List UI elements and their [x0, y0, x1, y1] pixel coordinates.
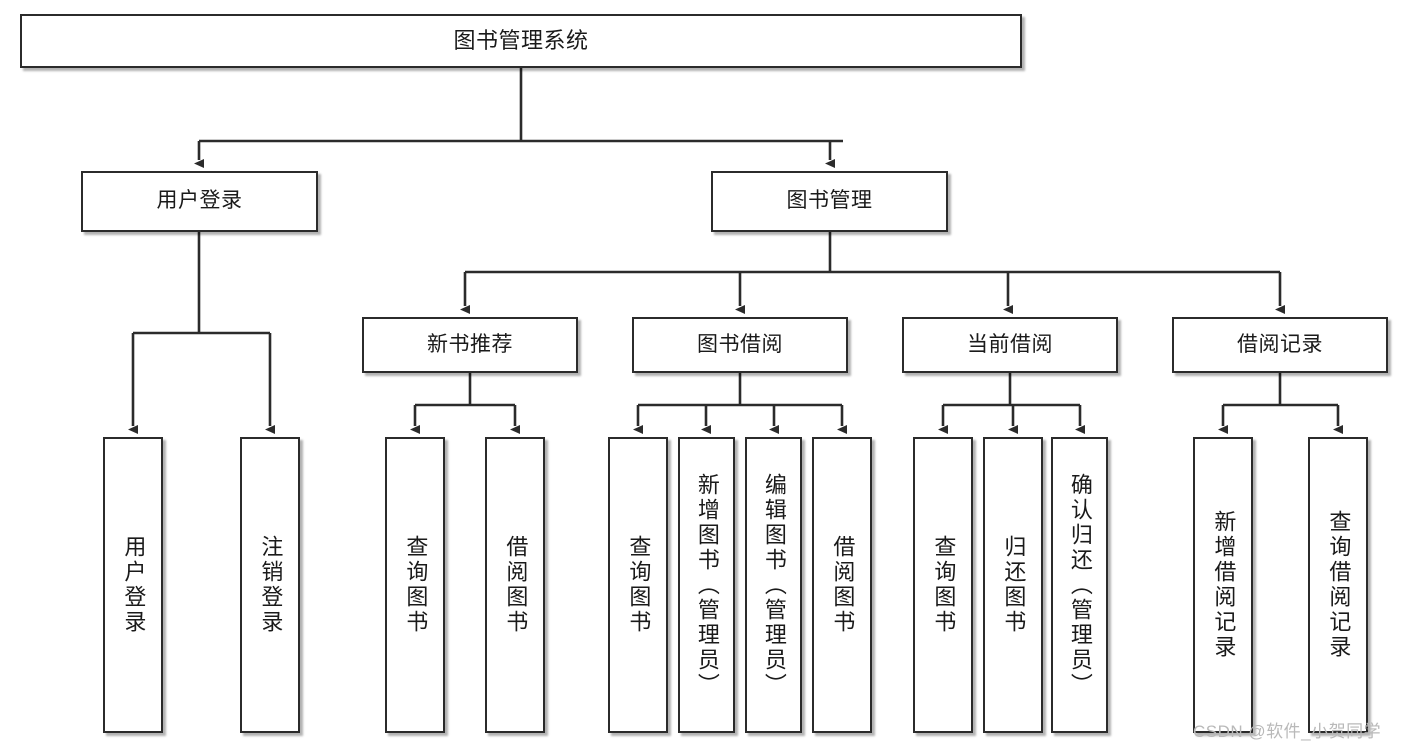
node-leaf-9-label: 归还图书 — [1001, 535, 1027, 635]
node-root[interactable]: 图书管理系统 — [20, 14, 1022, 68]
node-leaf-6[interactable]: 编辑图书（管理员） — [745, 437, 802, 733]
node-leaf-1[interactable]: 注销登录 — [240, 437, 300, 733]
node-leaf-5[interactable]: 新增图书（管理员） — [678, 437, 735, 733]
node-leaf-7-label: 借阅图书 — [830, 535, 856, 635]
node-level1-0[interactable]: 用户登录 — [81, 171, 318, 232]
node-level2-3[interactable]: 借阅记录 — [1172, 317, 1388, 373]
node-leaf-0[interactable]: 用户登录 — [103, 437, 163, 733]
node-level1-0-label: 用户登录 — [156, 189, 243, 213]
node-leaf-1-label: 注销登录 — [258, 535, 284, 635]
node-level2-2-label: 当前借阅 — [967, 332, 1053, 356]
node-level2-3-label: 借阅记录 — [1237, 332, 1323, 356]
node-leaf-3-label: 借阅图书 — [503, 535, 529, 635]
node-leaf-5-label: 新增图书（管理员） — [694, 472, 720, 698]
node-leaf-9[interactable]: 归还图书 — [983, 437, 1043, 733]
node-level1-1[interactable]: 图书管理 — [711, 171, 948, 232]
node-leaf-3[interactable]: 借阅图书 — [485, 437, 545, 733]
node-leaf-12-label: 查询借阅记录 — [1326, 510, 1352, 660]
node-leaf-8[interactable]: 查询图书 — [913, 437, 973, 733]
node-leaf-11-label: 新增借阅记录 — [1211, 510, 1237, 660]
watermark-text: CSDN @软件_小贺同学 — [1193, 722, 1382, 741]
node-leaf-8-label: 查询图书 — [931, 535, 957, 635]
node-leaf-2[interactable]: 查询图书 — [385, 437, 445, 733]
node-level2-0-label: 新书推荐 — [427, 332, 513, 356]
node-leaf-10-label: 确认归还（管理员） — [1067, 472, 1093, 698]
node-leaf-4-label: 查询图书 — [626, 535, 652, 635]
node-leaf-12[interactable]: 查询借阅记录 — [1308, 437, 1368, 733]
node-leaf-7[interactable]: 借阅图书 — [812, 437, 872, 733]
node-level2-0[interactable]: 新书推荐 — [362, 317, 578, 373]
node-leaf-4[interactable]: 查询图书 — [608, 437, 668, 733]
node-leaf-2-label: 查询图书 — [403, 535, 429, 635]
node-leaf-6-label: 编辑图书（管理员） — [761, 472, 787, 698]
node-level2-2[interactable]: 当前借阅 — [902, 317, 1118, 373]
node-leaf-10[interactable]: 确认归还（管理员） — [1051, 437, 1108, 733]
node-leaf-11[interactable]: 新增借阅记录 — [1193, 437, 1253, 733]
node-level2-1[interactable]: 图书借阅 — [632, 317, 848, 373]
node-root-label: 图书管理系统 — [453, 28, 589, 54]
node-level1-1-label: 图书管理 — [786, 189, 873, 213]
node-leaf-0-label: 用户登录 — [121, 535, 147, 635]
node-level2-1-label: 图书借阅 — [697, 332, 783, 356]
